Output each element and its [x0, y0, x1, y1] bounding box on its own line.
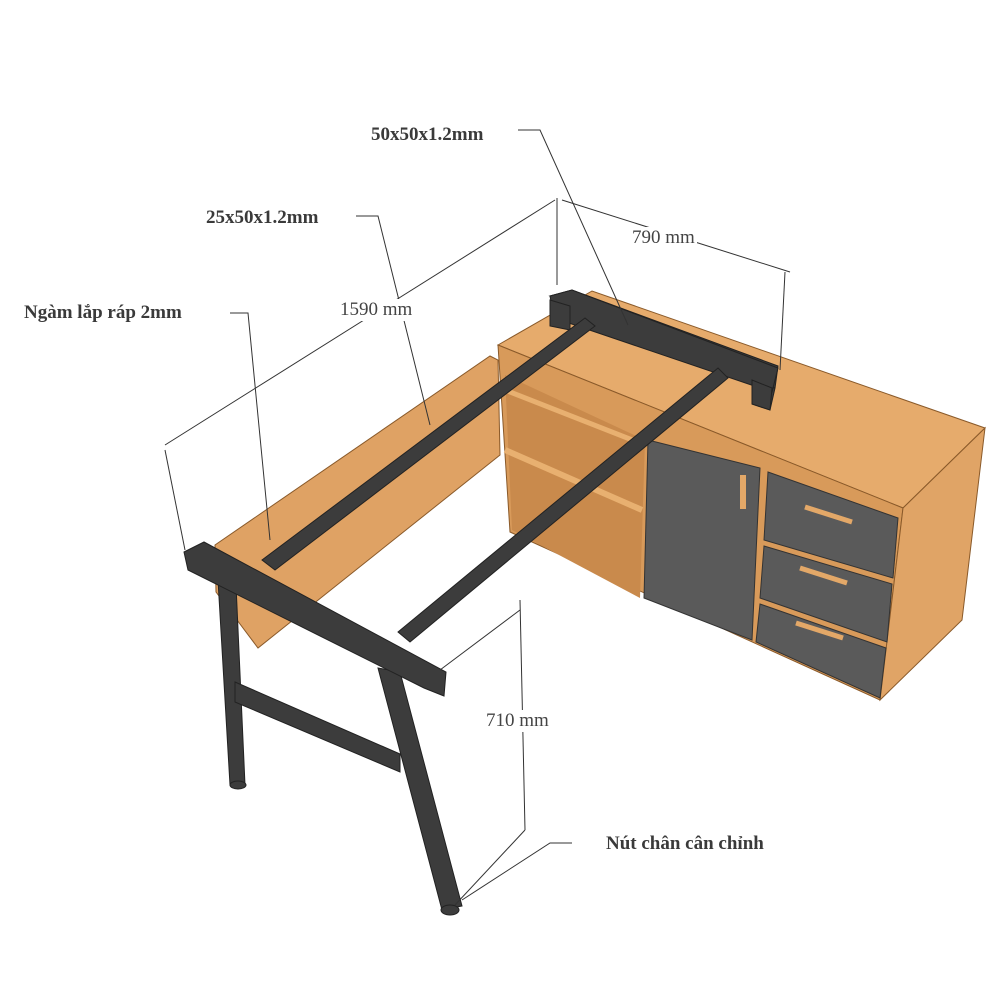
- cabinet-door: [643, 439, 761, 641]
- label-profile-50: 50x50x1.2mm: [371, 124, 484, 145]
- label-mount-slot: Ngàm lắp ráp 2mm: [24, 302, 182, 323]
- leveling-foot-right: [440, 904, 460, 916]
- drawer-2: [759, 545, 893, 643]
- label-leveling-foot: Nút chân cân chỉnh: [606, 833, 764, 854]
- rail-back: [261, 317, 596, 571]
- shelf: [503, 447, 644, 513]
- steel-frame: [183, 289, 779, 916]
- shelf-top: [504, 387, 646, 448]
- door-handle: [740, 475, 746, 509]
- side-cabinet: [496, 290, 986, 702]
- dimension-depth: 790 mm: [630, 227, 697, 249]
- label-profile-25: 25x50x1.2mm: [206, 207, 319, 228]
- rail-front: [397, 367, 729, 643]
- drawer-3: [755, 603, 887, 699]
- dimension-lines: [164, 129, 791, 906]
- a-leg-brace: [234, 681, 401, 773]
- dimension-length: 1590 mm: [338, 299, 415, 321]
- a-leg-topbar: [183, 541, 447, 697]
- drawer-handle: [795, 620, 844, 641]
- crossbar-drop-right: [751, 379, 773, 411]
- drawer-1: [763, 471, 899, 579]
- dimension-height: 710 mm: [484, 710, 551, 732]
- drawer-handle: [799, 565, 848, 586]
- leveling-foot-left: [229, 780, 247, 790]
- drawer-handle: [804, 504, 853, 525]
- a-leg-right: [377, 667, 463, 911]
